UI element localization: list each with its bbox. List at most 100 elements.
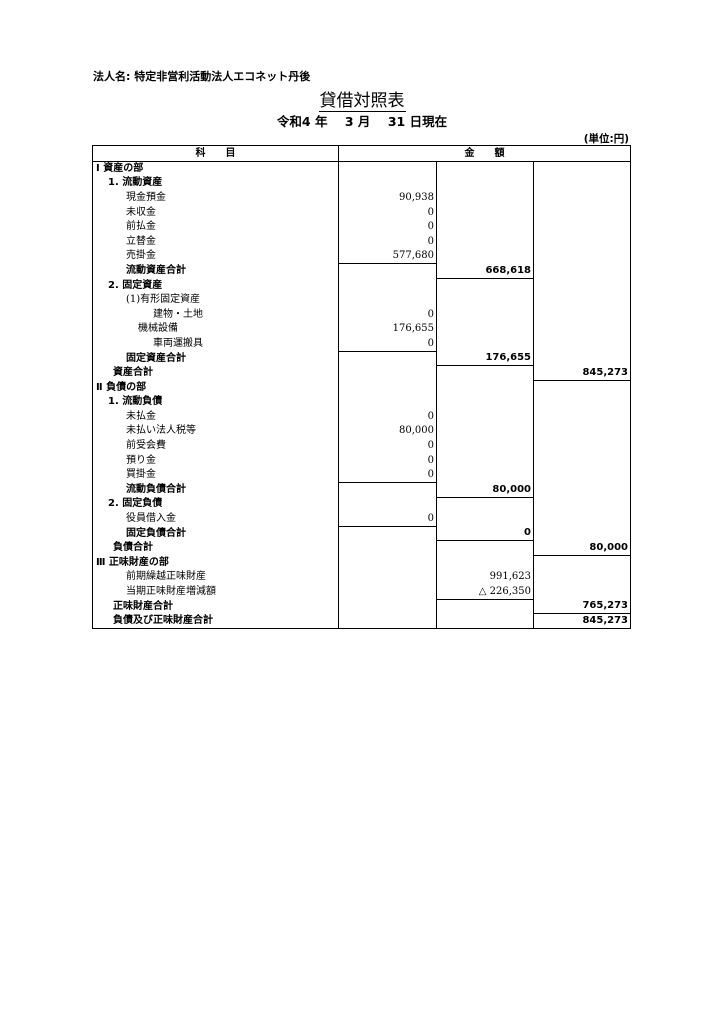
amount-c2 [436,453,534,468]
amount-c3 [533,205,631,220]
amount-c1 [338,555,437,571]
amount-c1 [338,292,437,308]
amount-c2 [436,322,534,337]
row-label: 役員借入金 [92,511,339,527]
amount-c1: 176,655 [338,322,437,337]
row-label: Ⅰ 資産の部 [92,161,339,177]
amount-c2 [436,497,534,512]
row-label: Ⅲ 正味財産の部 [92,555,339,571]
row-label: Ⅱ 負債の部 [92,380,339,395]
amount-c3 [533,555,631,571]
amount-c1: 0 [338,219,437,235]
amount-c2 [436,555,534,571]
amount-c3 [533,176,631,191]
amount-c1: 577,680 [338,249,437,265]
row-label: 負債及び正味財産合計 [92,613,339,630]
amount-c2 [436,409,534,425]
amount-c2: 991,623 [436,570,534,585]
row-label: 機械設備 [92,322,339,337]
amount-c1 [338,599,437,614]
row-label: 資産合計 [92,365,339,381]
table-row: 当期正味財産増減額 △ 226,350 [92,584,631,600]
row-label: 1. 流動負債 [92,395,339,410]
amount-c1 [338,540,437,556]
amount-c1 [338,278,437,293]
row-label: 固定負債合計 [92,526,339,541]
row-label: 2. 固定資産 [92,278,339,293]
amount-c1: 90,938 [338,190,437,206]
amount-c1: 0 [338,307,437,323]
amount-c2 [436,249,534,264]
amount-c2: 0 [436,526,534,542]
title-text: 貸借対照表 [318,91,406,112]
amount-c3 [533,380,631,395]
table-row: 2. 固定資産 [92,278,631,293]
amount-c1 [338,613,437,630]
amount-c1 [338,395,437,410]
amount-c2 [436,599,534,614]
amount-c3 [533,526,631,541]
row-label: 負債合計 [92,540,339,556]
amount-c3 [533,249,631,264]
row-label: 前受会費 [92,438,339,454]
amount-c2 [436,613,534,630]
row-label: 当期正味財産増減額 [92,584,339,600]
amount-c3 [533,438,631,454]
amount-c2: △ 226,350 [436,584,534,600]
amount-c3 [533,322,631,337]
amount-c3 [533,482,631,498]
amount-c3 [533,351,631,366]
amount-c1: 0 [338,511,437,527]
amount-c2 [436,336,534,352]
amount-c2 [436,395,534,410]
row-label: 固定資産合計 [92,351,339,366]
table-row: 2. 固定負債 [92,497,631,512]
table-row: 前期繰越正味財産 991,623 [92,570,631,585]
organization-name: 法人名: 特定非営利活動法人エコネット丹後 [93,70,311,83]
table-row: 1. 流動負債 [92,395,631,410]
amount-c1 [338,380,437,395]
amount-c2 [436,205,534,220]
row-label: 未払い法人税等 [92,424,339,439]
amount-c1 [338,176,437,191]
row-label: 前期繰越正味財産 [92,570,339,585]
amount-c2: 80,000 [436,482,534,498]
table-row: 1. 流動資産 [92,176,631,191]
amount-c3 [533,467,631,483]
amount-c1 [338,482,437,498]
amount-c3: 845,273 [533,613,631,630]
row-label: 1. 流動資産 [92,176,339,191]
amount-c3: 765,273 [533,599,631,615]
amount-c3 [533,161,631,177]
amount-c1: 0 [338,336,437,352]
row-label: 未収金 [92,205,339,220]
amount-c3 [533,263,631,279]
amount-c3 [533,307,631,323]
row-label: 流動資産合計 [92,263,339,279]
row-label: 買掛金 [92,467,339,483]
table-row: (1)有形固定資産 [92,292,631,308]
row-label: 未払金 [92,409,339,425]
header-item: 科 目 [92,145,339,162]
table-header-row: 科 目 金 額 [92,145,631,162]
amount-c2 [436,424,534,439]
amount-c3 [533,278,631,293]
amount-c2 [436,161,534,177]
amount-c3 [533,570,631,585]
amount-c1 [338,263,437,279]
as-of-date: 令和4 年 3 月 31 日現在 [276,114,448,129]
table-row: 負債及び正味財産合計 845,273 [92,613,631,630]
amount-c1: 80,000 [338,424,437,439]
